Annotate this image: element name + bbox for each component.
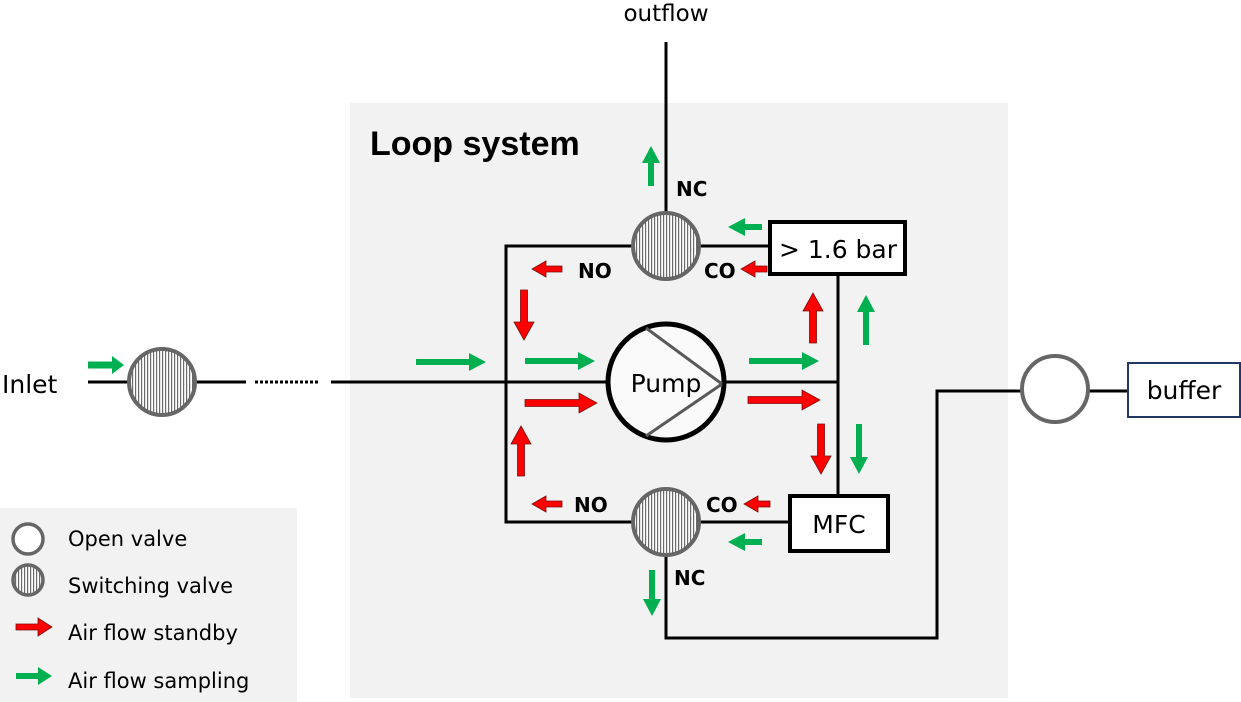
sampling-arrow-icon [416,353,486,371]
top-valve-nc-label: NC [676,177,707,201]
standby-arrow-icon [531,260,563,278]
open-valve-icon [11,522,45,556]
legend-panel [0,508,297,702]
pump: Pump [605,321,727,443]
sampling-arrow-icon [850,424,868,474]
pressure-box [768,220,907,276]
buffer-label: buffer [1147,376,1222,405]
buffer-open-valve[interactable] [1020,354,1090,424]
standby-arrow-icon [513,289,535,341]
mfc-label: MFC [812,510,865,539]
sampling-arrow-icon [88,356,124,374]
top-valve-no-label: NO [578,259,612,283]
bottom-valve-co-label: CO [706,493,738,517]
sampling-arrow-icon [728,533,762,551]
loop-left-pipe [504,244,632,524]
standby-arrow-icon [740,260,768,278]
top-valve-co-label: CO [704,259,736,283]
legend: Open valve Switching valve Air flow stan… [11,522,249,693]
sampling-arrow-icon [857,295,875,345]
pump-label: Pump [631,369,702,398]
buffer-box [1127,362,1241,418]
diagram-title: Loop system [370,125,580,163]
sampling-arrow-icon [643,570,661,616]
pressure-box-label: > 1.6 bar [779,235,898,264]
legend-label-sampling: Air flow sampling [68,669,249,693]
pipes [88,42,1128,640]
switching-valve-icon [11,563,45,597]
red-arrow-icon [15,617,53,637]
standby-arrow-icon [510,425,532,477]
sampling-arrow-icon [749,352,819,370]
mfc-box [788,494,890,553]
legend-label-switching-valve: Switching valve [68,574,233,598]
nc-to-buffer-pipe [664,389,1024,640]
bottom-valve-nc-label: NC [674,566,705,590]
outflow-label: outflow [623,1,708,27]
bottom-switching-valve[interactable] [631,487,701,557]
standby-arrow-icon [524,392,598,414]
standby-arrow-icon [743,495,771,513]
green-arrow-icon [16,667,52,685]
standby-arrow-icon [810,423,832,475]
inlet-label: Inlet [2,370,58,399]
sampling-arrow-icon [525,352,595,370]
standby-arrow-icon [747,389,821,411]
bottom-valve-no-label: NO [574,493,608,517]
inlet-switching-valve[interactable] [127,347,197,417]
sampling-arrow-icon [728,218,762,236]
legend-label-open-valve: Open valve [68,527,187,551]
legend-label-standby: Air flow standby [68,621,238,645]
top-switching-valve[interactable] [631,211,701,281]
sampling-arrow-icon [642,146,660,186]
flow-arrows [88,146,875,616]
standby-arrow-icon [802,292,824,344]
standby-arrow-icon [531,495,563,513]
